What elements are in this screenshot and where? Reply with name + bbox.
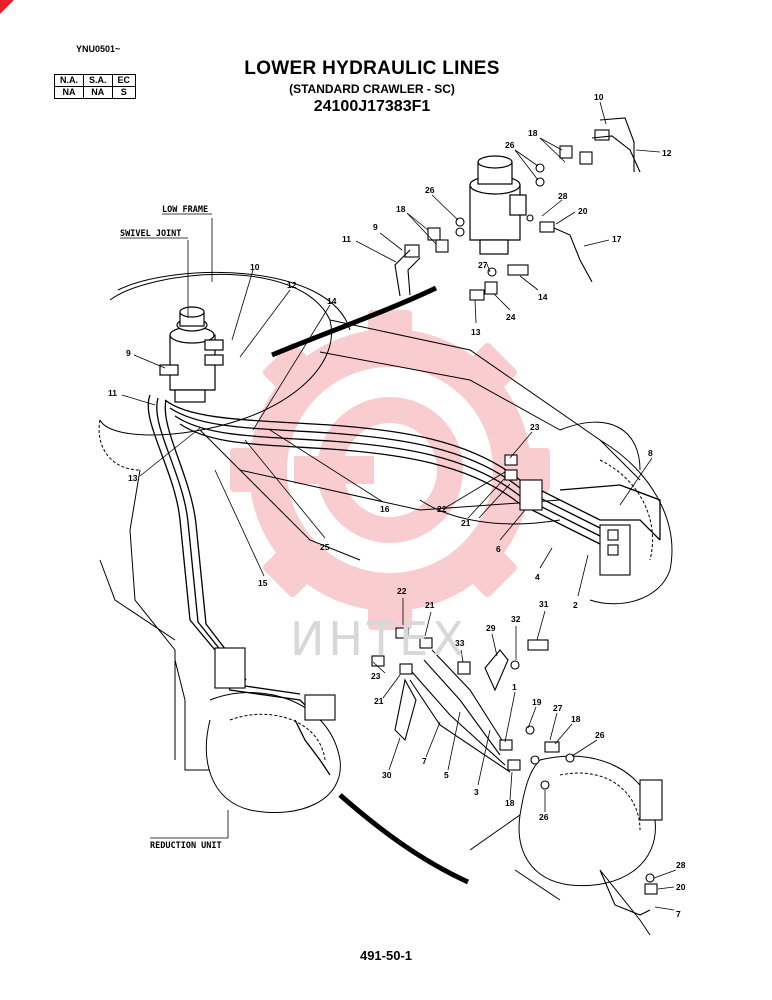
part-label: 12 xyxy=(662,148,672,158)
part-label: 3 xyxy=(474,787,479,797)
part-label: 10 xyxy=(594,92,604,102)
market-code-table: N.A. S.A. EC NA NA S xyxy=(54,74,137,99)
part-label: 14 xyxy=(327,296,337,306)
part-label: 26 xyxy=(539,812,549,822)
part-label: 8 xyxy=(648,448,653,458)
part-label: 15 xyxy=(258,578,268,588)
part-label: 23 xyxy=(371,671,381,681)
part-label: 27 xyxy=(553,703,563,713)
part-label: 26 xyxy=(595,730,605,740)
part-label: 18 xyxy=(396,204,406,214)
part-label: 24 xyxy=(506,312,516,322)
code-value: S xyxy=(111,86,137,99)
part-label: 22 xyxy=(437,504,447,514)
part-number-labels: 10 12 18 26 26 28 20 17 18 9 11 27 14 24… xyxy=(108,92,686,919)
part-label: 28 xyxy=(558,191,568,201)
part-label: 27 xyxy=(478,260,488,270)
part-label: 11 xyxy=(108,388,117,398)
part-label: 11 xyxy=(342,234,351,244)
part-label: 21 xyxy=(461,518,471,528)
part-label: 20 xyxy=(676,882,686,892)
watermark-text: ИНТЕХ xyxy=(290,612,468,666)
page-number: 491-50-1 xyxy=(359,948,413,963)
part-label: 29 xyxy=(486,623,496,633)
part-label: 28 xyxy=(676,860,686,870)
part-label: 9 xyxy=(373,222,378,232)
part-label: 23 xyxy=(530,422,540,432)
code-value: NA xyxy=(54,86,84,99)
part-label: 30 xyxy=(382,770,392,780)
watermark-gear-icon xyxy=(230,310,550,630)
fittings-lower xyxy=(371,627,658,916)
part-label: 18 xyxy=(571,714,581,724)
callout-low-frame: LOW FRAME xyxy=(162,205,208,215)
part-label: 13 xyxy=(471,327,481,337)
swivel-joint-exploded xyxy=(469,155,527,255)
part-label: 6 xyxy=(496,544,501,554)
part-label: 22 xyxy=(397,586,407,596)
part-label: 19 xyxy=(532,697,542,707)
callout-reduction-unit: REDUCTION UNIT xyxy=(150,841,222,851)
track-motor-fittings xyxy=(214,454,663,821)
part-label: 18 xyxy=(505,798,515,808)
corner-tab-marker xyxy=(0,0,14,14)
machine-outline xyxy=(98,271,673,936)
callout-swivel-joint: SWIVEL JOINT xyxy=(120,229,181,239)
part-label: 9 xyxy=(126,348,131,358)
part-label: 4 xyxy=(535,572,540,582)
part-label: 33 xyxy=(455,638,465,648)
part-label: 26 xyxy=(425,185,435,195)
fittings-top xyxy=(394,117,641,301)
part-label: 2 xyxy=(573,600,578,610)
part-label: 7 xyxy=(676,909,681,919)
part-label: 31 xyxy=(539,599,549,609)
part-label: 25 xyxy=(320,542,330,552)
part-label: 21 xyxy=(425,600,435,610)
part-label: 32 xyxy=(511,614,521,624)
section-break-marks xyxy=(271,285,470,885)
code-value: NA xyxy=(83,86,113,99)
part-label: 18 xyxy=(528,128,538,138)
part-label: 10 xyxy=(250,262,260,272)
part-label: 21 xyxy=(374,696,384,706)
part-label: 1 xyxy=(512,682,517,692)
serial-range: YNU0501~ xyxy=(76,44,121,54)
part-label: 12 xyxy=(287,280,297,290)
part-label: 13 xyxy=(128,473,138,483)
part-label: 5 xyxy=(444,770,449,780)
leader-lines xyxy=(120,101,677,911)
part-label: 14 xyxy=(538,292,548,302)
part-label: 20 xyxy=(578,206,588,216)
part-label: 7 xyxy=(422,756,427,766)
swivel-joint-main xyxy=(159,306,224,403)
part-label: 16 xyxy=(380,504,390,514)
code-header: N.A. xyxy=(54,74,84,87)
part-label: 26 xyxy=(505,140,515,150)
part-label: 17 xyxy=(612,234,622,244)
